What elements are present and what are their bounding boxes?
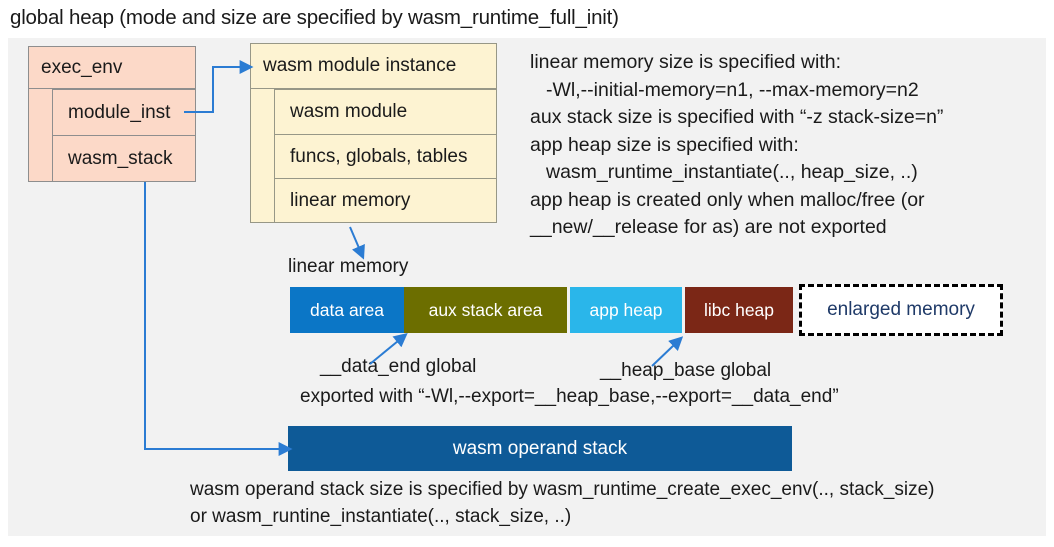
note-line: app heap is created only when malloc/fre… (530, 188, 925, 211)
note-line: or wasm_runtine_instantiate(.., stack_si… (190, 505, 572, 527)
size-notes: linear memory size is specified with: -W… (530, 49, 1046, 242)
note-line: aux stack size is specified with “-z sta… (530, 106, 944, 128)
module-instance-title: wasm module instance (250, 43, 497, 89)
note-line: __new/__release for as) are not exported (530, 216, 887, 238)
exec-env-field-wasm-stack: wasm_stack (52, 135, 196, 182)
note-line: wasm_runtime_instantiate(.., heap_size, … (546, 161, 918, 183)
linear-memory-label: linear memory (288, 256, 409, 277)
note-line: wasm operand stack size is specified by … (190, 479, 935, 500)
module-instance-field-funcs-globals-tables: funcs, globals, tables (274, 134, 497, 179)
operand-stack-notes: wasm operand stack size is specified by … (190, 477, 1050, 530)
module-instance-field-linear-memory: linear memory (274, 178, 497, 223)
note-line: -Wl,--initial-memory=n1, --max-memory=n2 (546, 78, 919, 101)
segment-libc-heap: libc heap (685, 287, 793, 333)
export-note: exported with “-Wl,--export=__heap_base,… (300, 386, 839, 407)
segment-enlarged-memory: enlarged memory (799, 284, 1003, 336)
heap-base-global-label: __heap_base global (600, 360, 772, 381)
segment-aux-stack-area: aux stack area (404, 287, 567, 333)
exec-env-field-module-inst: module_inst (52, 89, 196, 136)
module-instance-field-wasm-module: wasm module (274, 89, 497, 135)
data-end-global-label: __data_end global (320, 356, 477, 377)
note-line: app heap size is specified with: (530, 133, 799, 156)
segment-app-heap: app heap (570, 287, 682, 333)
note-line: linear memory size is specified with: (530, 51, 842, 73)
diagram-title: global heap (mode and size are specified… (10, 6, 619, 29)
wasm-operand-stack-bar: wasm operand stack (288, 426, 792, 471)
segment-data-area: data area (290, 287, 404, 333)
exec-env-title: exec_env (28, 46, 196, 89)
